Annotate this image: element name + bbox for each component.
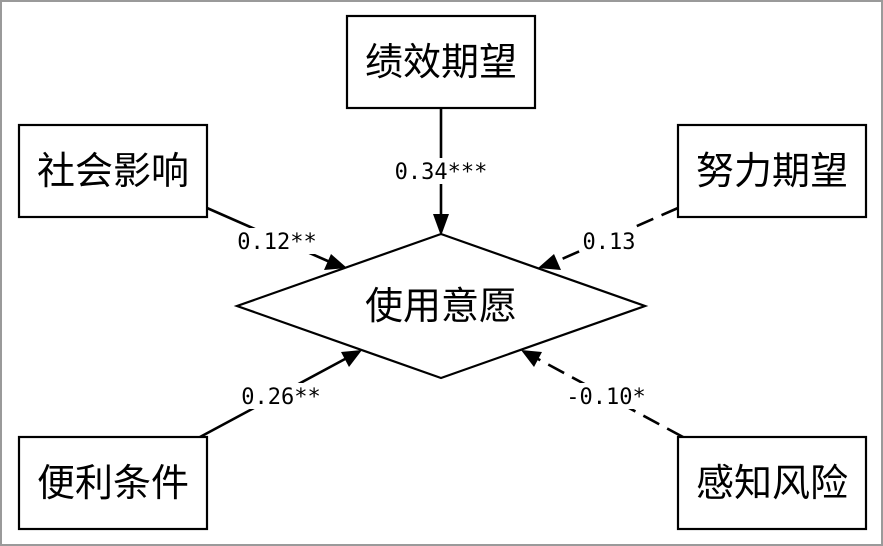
node-performance-box xyxy=(345,14,537,110)
center-label: 使用意愿 xyxy=(365,284,517,328)
node-facilitating-label: 便利条件 xyxy=(37,461,189,505)
coef-social: 0.12** xyxy=(237,230,316,255)
coef-effort: 0.13 xyxy=(583,230,636,255)
node-risk-box xyxy=(676,435,868,531)
arrowhead-social xyxy=(324,254,347,270)
arrowhead-facilitating xyxy=(341,350,362,367)
node-social-box xyxy=(17,123,209,219)
node-performance-label: 绩效期望 xyxy=(365,40,517,84)
coef-social-bg xyxy=(234,228,320,254)
coef-risk: -0.10* xyxy=(566,385,645,410)
node-social-label: 社会影响 xyxy=(37,149,189,193)
coef-performance: 0.34*** xyxy=(395,160,488,185)
center-diamond xyxy=(233,232,649,380)
coef-facilitating-bg xyxy=(238,383,324,409)
node-effort-label: 努力期望 xyxy=(696,149,848,193)
node-facilitating-box xyxy=(17,435,209,531)
node-risk-label: 感知风险 xyxy=(696,461,848,505)
arrowhead-performance xyxy=(433,214,449,236)
coef-facilitating: 0.26** xyxy=(241,385,320,410)
node-effort-box xyxy=(676,123,868,219)
coef-effort-bg xyxy=(580,228,638,254)
coef-risk-bg xyxy=(563,383,649,409)
coef-performance-bg xyxy=(393,158,489,184)
arrowhead-risk xyxy=(521,350,542,367)
arrowhead-effort xyxy=(538,254,561,270)
